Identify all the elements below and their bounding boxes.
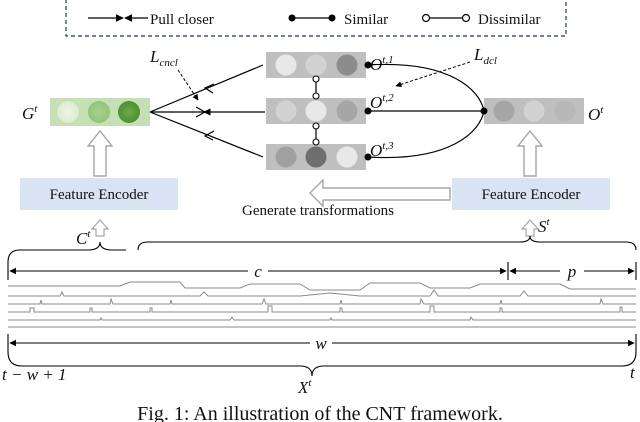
dissimilar-chain [312, 75, 320, 146]
x-brace [7, 351, 637, 377]
right-feature-encoder [452, 178, 610, 210]
right-up-arrow [516, 129, 544, 177]
figure-caption: Fig. 1: An illustration of the CNT frame… [137, 403, 503, 422]
c-t-label: Ct [76, 228, 91, 248]
c-label: c [254, 262, 262, 281]
s-brace [137, 235, 637, 251]
t-start-label: t − w + 1 [2, 365, 67, 384]
c-up-arrow [90, 219, 110, 237]
time-series [8, 281, 636, 328]
o-vector [484, 98, 584, 124]
right-encoder-label: Feature Encoder [482, 187, 581, 203]
o-vector-1 [266, 52, 366, 78]
g-label: Gt [22, 103, 38, 123]
l-cncl-label: Lcncl [149, 47, 178, 69]
o-vector-3 [266, 144, 366, 170]
legend-dissimilar: Dissimilar [478, 12, 541, 28]
s-t-label: St [538, 216, 551, 236]
x-t-label: Xt [297, 377, 312, 397]
l-dcl-label: Ldcl [473, 45, 497, 67]
p-label: p [567, 262, 577, 281]
o-vector-2 [266, 98, 366, 124]
c-range [7, 262, 509, 280]
o-label: Ot [588, 104, 604, 124]
w-label: w [315, 334, 327, 353]
generate-arrow [309, 178, 451, 208]
left-feature-encoder [20, 178, 178, 210]
left-up-arrow [86, 129, 114, 177]
o3-label: Ot,3 [370, 140, 394, 160]
g-vector [50, 98, 150, 126]
generate-label: Generate transformations [242, 203, 394, 219]
l-cncl-pointer [177, 69, 199, 101]
legend-pull-closer: Pull closer [150, 12, 214, 28]
o2-label: Ot,2 [370, 92, 394, 112]
legend: Pull closer Similar Dissimilar [65, 0, 567, 37]
left-encoder-label: Feature Encoder [50, 187, 149, 203]
legend-similar: Similar [344, 12, 388, 28]
dissimilar-icon [421, 13, 471, 23]
s-up-arrow [520, 219, 540, 237]
pull-closer-arrows [149, 64, 265, 158]
similar-connections [364, 61, 488, 161]
t-end-label: t [630, 363, 636, 382]
w-range [7, 334, 637, 352]
p-range [509, 262, 637, 280]
c-brace [7, 241, 126, 263]
similar-icon [288, 14, 336, 22]
l-dcl-pointer [395, 61, 471, 88]
